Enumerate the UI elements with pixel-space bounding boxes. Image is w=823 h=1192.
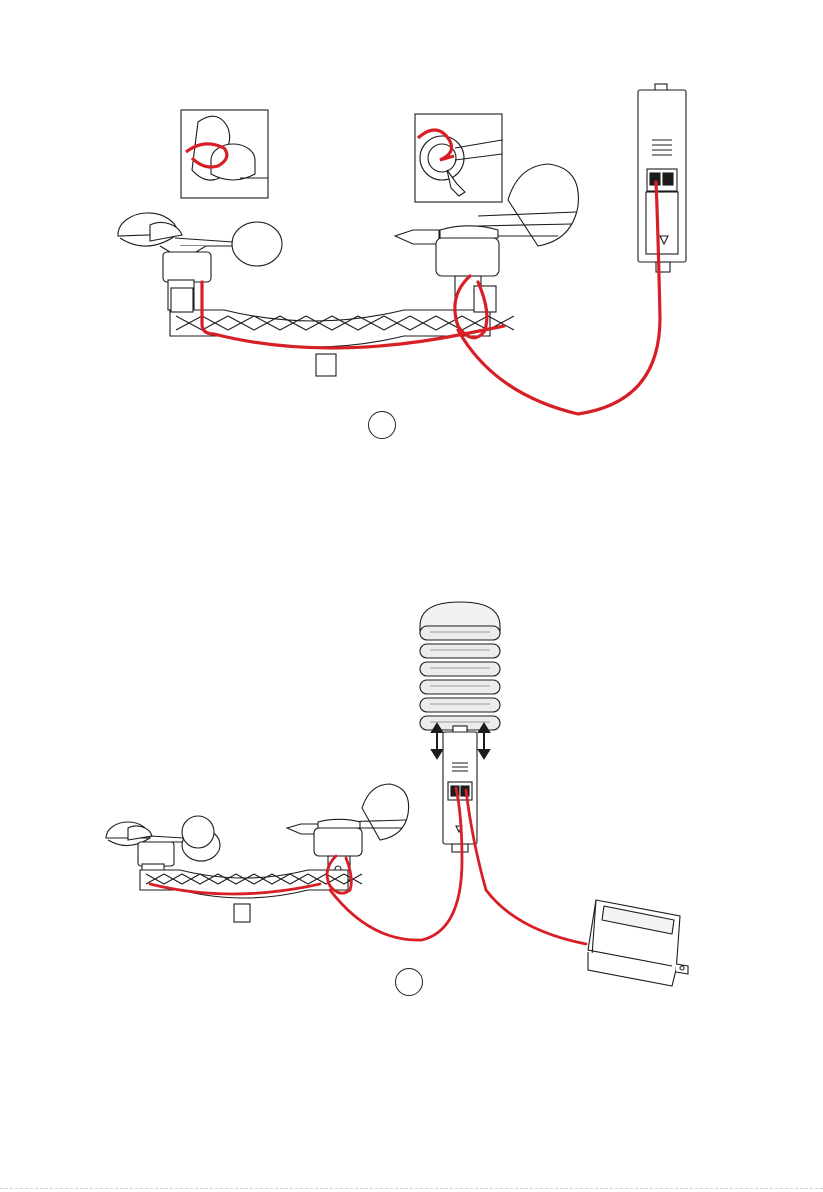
detail-inset-cup-cable xyxy=(181,110,268,198)
rain-gauge-icon xyxy=(588,900,688,986)
cable-routes xyxy=(202,182,660,414)
anemometer-icon xyxy=(118,213,282,310)
detail-inset-vane-cable xyxy=(415,114,502,202)
step-marker-1 xyxy=(368,411,396,439)
figure-wind-sensors-to-transmitter xyxy=(0,0,823,470)
figure-1-svg xyxy=(0,0,823,470)
step-marker-2 xyxy=(395,968,423,996)
figure-full-sensor-assembly xyxy=(0,560,823,1020)
transmitter-unit xyxy=(638,84,686,272)
figure-2-svg xyxy=(0,560,823,1020)
page-bottom-rule xyxy=(0,1188,823,1189)
